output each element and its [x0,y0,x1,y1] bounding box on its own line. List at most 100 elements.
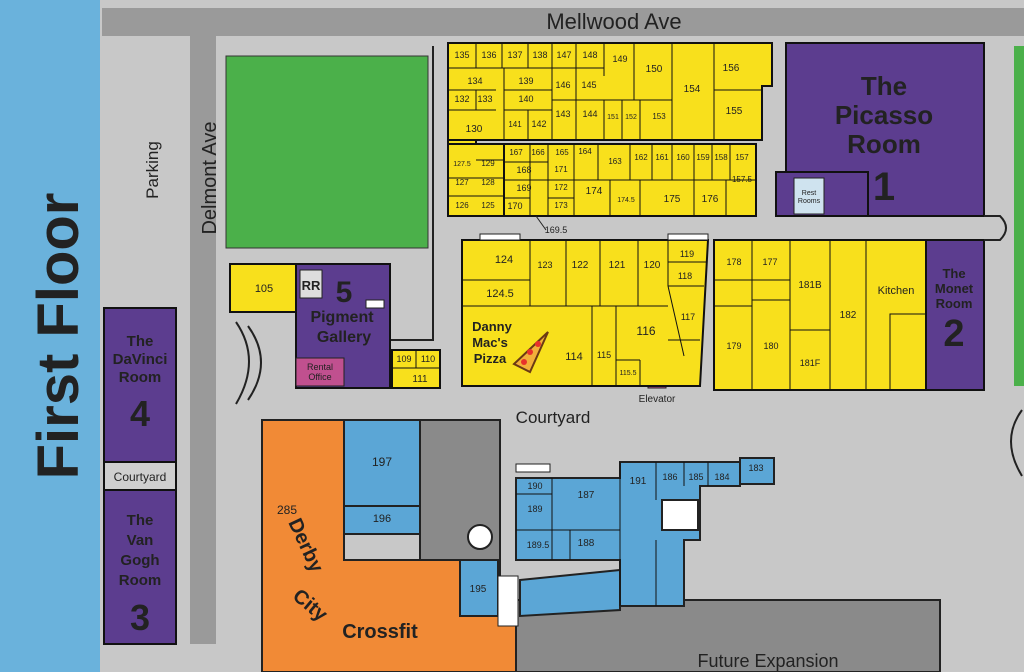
connector [984,215,1007,241]
unit-label-142: 142 [531,119,546,129]
unit-label-178: 178 [726,257,741,267]
pizza-label-2: Mac's [472,335,508,350]
unit-label-156: 156 [723,63,740,74]
unit-label-165: 165 [555,148,569,157]
mellwood-street [102,8,1024,36]
unit-label-117: 117 [681,312,695,322]
vangogh-line1: The [127,512,154,529]
unit-label-118: 118 [678,271,692,281]
vangogh-room-box [103,489,177,645]
davinci-room-box [103,307,177,463]
unit-label-163: 163 [608,157,622,166]
stairs-mid-2 [667,233,709,241]
unit-label-139: 139 [518,76,533,86]
unit-label-173: 173 [554,201,568,210]
unit-label-177: 177 [762,257,777,267]
unit-label-137: 137 [507,50,522,60]
picasso-line1: The [861,71,907,101]
unit-label-116: 116 [636,324,655,338]
stairs-pigment [365,299,385,309]
unit-label-149: 149 [612,54,627,64]
unit-label-153: 153 [652,112,666,121]
green-space [225,55,429,249]
unit-label-129: 129 [481,159,495,168]
white-box [661,499,699,531]
unit-label-115: 115 [597,350,611,360]
top-block-north [447,42,773,141]
monet-line3: Room [936,296,973,311]
pigment-line2: Gallery [317,329,371,346]
stairs-blue [515,463,551,473]
arc-left [235,321,250,405]
unit-label-120: 120 [644,260,661,271]
unit-label-196: 196 [373,513,391,525]
unit-label-148: 148 [582,50,597,60]
pigment-num: 5 [336,276,353,309]
unit-label-141: 141 [508,120,522,129]
unit-label-130: 130 [466,124,483,135]
unit-label-181B: 181B [798,280,822,291]
unit-label-145: 145 [581,80,596,90]
unit-label-181F: 181F [800,358,821,368]
unit-label-126: 126 [455,201,469,210]
office-label: Office [308,372,331,382]
unit-label-134: 134 [467,76,482,86]
unit-label-138: 138 [532,50,547,60]
unit-label-127-5: 127.5 [453,161,471,168]
courtyard-small-label: Courtyard [114,470,167,484]
delmont-street [190,36,216,644]
unit-label-187: 187 [578,490,595,501]
unit-label-184: 184 [714,472,729,482]
unit-label-195: 195 [470,584,487,595]
circle-marker [467,524,493,550]
rest-rooms-box [793,177,825,215]
unit-label-189-5: 189.5 [527,540,550,550]
davinci-num: 4 [130,393,150,434]
unit-label-144: 144 [582,109,597,119]
unit-label-111: 111 [412,374,428,385]
unit-label-125: 125 [481,201,495,210]
arc-left-2 [247,325,262,401]
picasso-line3: Room [847,129,921,159]
vangogh-line4: Room [119,572,162,589]
unit-label-127: 127 [455,178,469,187]
unit-196-box [343,505,421,535]
unit-label-157: 157 [735,153,749,162]
unit-label-185: 185 [688,472,703,482]
rest-label-2: Rooms [798,198,821,205]
unit-label-143: 143 [555,109,570,119]
rental-office-box [295,357,345,387]
stairs-195 [497,575,519,627]
unit-label-175: 175 [664,194,681,205]
unit-label-157-5: 157.5 [732,175,753,184]
rr-label: RR [302,278,321,293]
unit-label-109: 109 [396,354,411,364]
rest-label-1: Rest [802,190,816,197]
unit-label-174: 174 [586,186,603,197]
unit-label-124: 124 [495,254,513,266]
unit-label-154: 154 [684,84,701,95]
unit-label-197: 197 [372,455,392,469]
u285-label: 285 [277,503,297,517]
unit-label-115-5: 115.5 [620,370,637,377]
unit-label-191: 191 [630,476,647,487]
unit-label-105: 105 [255,283,273,295]
pizza-label-3: Pizza [474,351,507,366]
unit-label-188: 188 [578,538,595,549]
unit-label-147: 147 [556,50,571,60]
vangogh-num: 3 [130,597,150,638]
davinci-line2: DaVinci [113,351,168,368]
unit-label-151: 151 [607,114,619,121]
elevator-label: Elevator [639,394,676,405]
unit-label-123: 123 [537,260,552,270]
gray-building-1 [419,419,501,581]
unit-label-122: 122 [572,260,589,271]
unit-105-box [229,263,297,313]
unit-label-150: 150 [646,64,663,75]
unit-label-135: 135 [454,50,469,60]
monet-line2: Monet [935,281,974,296]
right-block [713,239,927,391]
unit-label-146: 146 [555,80,570,90]
monet-num: 2 [943,313,964,355]
sidebar [0,0,100,672]
